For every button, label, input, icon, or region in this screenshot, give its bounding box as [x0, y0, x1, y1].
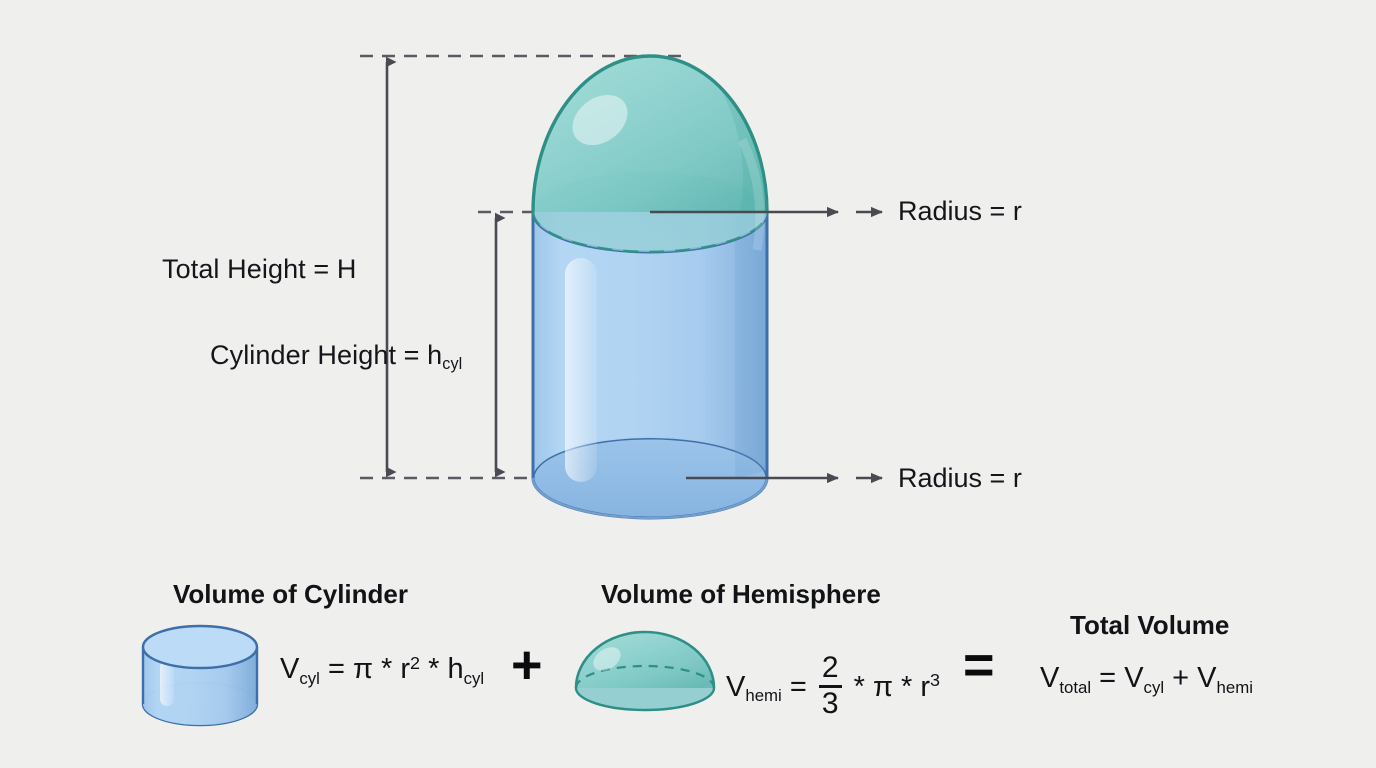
hemisphere-shade — [722, 92, 767, 212]
cylinder-shape — [531, 211, 769, 520]
legend-hemisphere-icon — [574, 630, 716, 712]
fraction-bar — [818, 684, 842, 688]
formula-total-plus: + — [1164, 662, 1198, 694]
formula-cylinder-rhs: π * r — [352, 653, 411, 685]
formula-hemisphere-sub: hemi — [745, 686, 782, 706]
operator-equals: = — [963, 635, 995, 695]
formula-total-term2: V — [1197, 662, 1217, 694]
formula-cylinder-tail: * h — [420, 653, 464, 685]
formula-cylinder-tail-sub: cyl — [463, 668, 485, 688]
fraction-denominator: 3 — [821, 686, 839, 720]
formula-total-var: V — [1040, 662, 1060, 694]
operator-plus: + — [511, 635, 543, 695]
formula-cylinder-var: V — [280, 653, 300, 685]
formula-cylinder-eq: = — [319, 653, 353, 685]
formula-hemisphere-eq: = — [781, 670, 815, 703]
dimension-arrows — [385, 56, 883, 484]
legend-cylinder-icon — [141, 624, 259, 727]
legend-cylinder-title: Volume of Cylinder — [173, 579, 408, 609]
cylinder-height-label: Cylinder Height = hcyl — [210, 340, 462, 373]
formula-cylinder-sub: cyl — [299, 668, 320, 688]
cylinder-shade — [735, 212, 767, 478]
radius-bottom-label: Radius = r — [898, 463, 1022, 493]
formula-total: Vtotal = Vcyl + Vhemi — [1040, 662, 1253, 696]
hemisphere-shape — [531, 54, 769, 254]
formula-hemisphere-sup: 3 — [930, 670, 941, 691]
hemisphere-equator-dashed — [531, 211, 769, 254]
formula-total-term2-sub: hemi — [1216, 677, 1253, 697]
hemisphere-highlight — [572, 94, 628, 146]
hemisphere-dome-fill — [533, 56, 767, 212]
legend-total-title: Total Volume — [1070, 610, 1230, 640]
radius-top-label: Radius = r — [898, 196, 1022, 226]
formula-cylinder-sup: 2 — [410, 652, 421, 673]
fraction-numerator: 2 — [821, 651, 839, 684]
formula-total-term1: V — [1124, 662, 1144, 694]
formula-total-eq: = — [1091, 662, 1125, 694]
formula-hemisphere-var: V — [726, 670, 746, 703]
formula-hemisphere-rhs: * π * r — [845, 670, 931, 703]
cylinder-height-label-text: Cylinder Height = h — [210, 340, 443, 370]
hemisphere-rimlight — [737, 137, 765, 251]
cylinder-highlight — [565, 258, 597, 482]
cylinder-height-label-sub: cyl — [442, 355, 463, 374]
formula-total-sub: total — [1059, 677, 1092, 697]
total-height-label: Total Height = H — [162, 254, 357, 284]
formula-cylinder: Vcyl = π * r2 * hcyl — [280, 652, 484, 687]
legend-hemisphere-title: Volume of Hemisphere — [601, 579, 881, 609]
hemisphere-dome-outline — [531, 54, 769, 213]
formula-total-term1-sub: cyl — [1143, 677, 1165, 697]
cylinder-floor-arc — [531, 477, 769, 520]
